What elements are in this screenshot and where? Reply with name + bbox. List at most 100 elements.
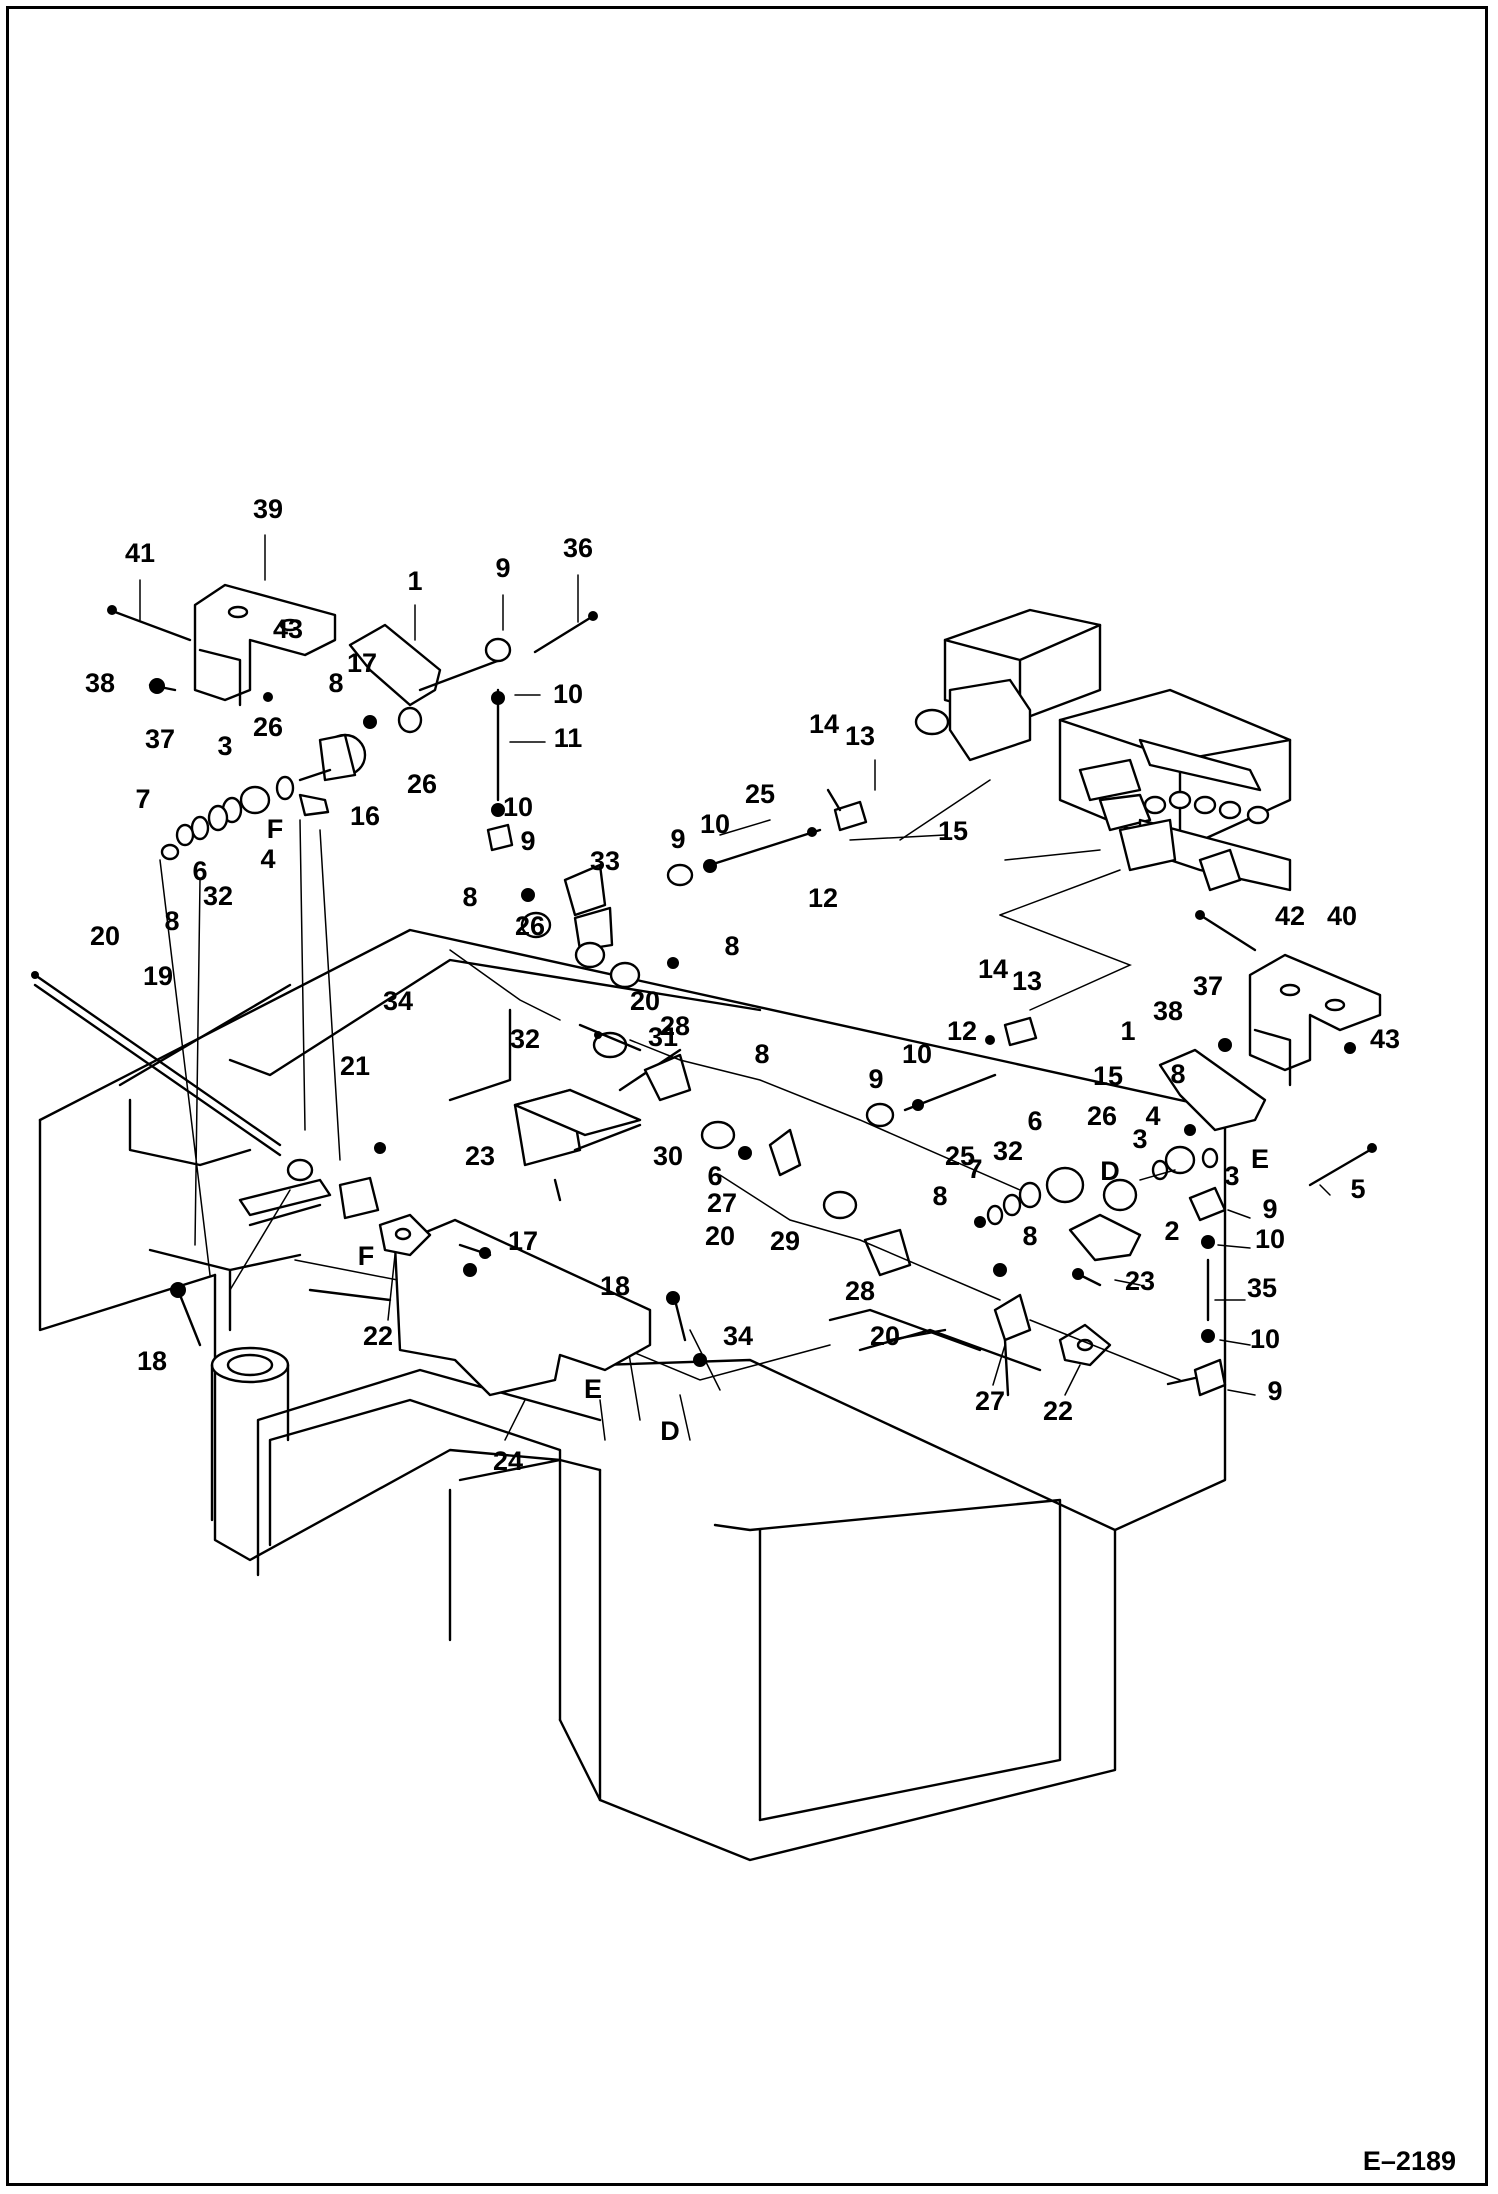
- callout-c26d: 26: [1087, 1101, 1117, 1131]
- callout-c15a: 15: [938, 816, 968, 846]
- callout-c32b: 32: [510, 1024, 540, 1054]
- callout-c14b: 14: [978, 954, 1008, 984]
- callout-c10c: 10: [700, 809, 730, 839]
- callout-c37b: 37: [1193, 971, 1223, 1001]
- callout-c9c: 9: [670, 824, 685, 854]
- callout-c14a: 14: [809, 709, 839, 739]
- callout-c32c: 32: [993, 1136, 1023, 1166]
- callout-c18a: 18: [600, 1271, 630, 1301]
- callout-c20b: 20: [630, 986, 660, 1016]
- callout-c26c: 26: [515, 911, 545, 941]
- callout-c11: 11: [554, 723, 583, 753]
- callout-c20d: 20: [870, 1321, 900, 1351]
- callout-c43b: 43: [1370, 1024, 1400, 1054]
- callout-c25b: 25: [945, 1141, 975, 1171]
- callout-c5: 5: [1350, 1174, 1365, 1204]
- callout-c8f: 8: [1170, 1059, 1185, 1089]
- callout-c9a: 9: [495, 553, 510, 583]
- callout-c7a: 7: [135, 784, 150, 814]
- callout-c12a: 12: [808, 883, 838, 913]
- callout-cFa: F: [267, 814, 284, 844]
- callout-c21: 21: [340, 1051, 370, 1081]
- callout-c8h: 8: [1022, 1221, 1037, 1251]
- callout-c1a: 1: [407, 566, 422, 596]
- callout-c39: 39: [253, 494, 283, 524]
- callout-c35: 35: [1247, 1273, 1277, 1303]
- callout-c8d: 8: [724, 931, 739, 961]
- callout-c8e: 8: [754, 1039, 769, 1069]
- left-lever-assembly: [107, 583, 868, 989]
- callout-c30: 30: [653, 1141, 683, 1171]
- callout-c10a: 10: [553, 679, 583, 709]
- callout-c28b: 28: [845, 1276, 875, 1306]
- callout-cDa: D: [1100, 1156, 1120, 1186]
- callout-c25a: 25: [745, 779, 775, 809]
- callout-cFb: F: [358, 1241, 375, 1271]
- callout-c31: 31: [648, 1022, 678, 1052]
- callout-c41: 41: [125, 538, 155, 568]
- callout-c16: 16: [350, 801, 380, 831]
- callout-c27a: 27: [707, 1188, 737, 1218]
- callout-c38a: 38: [85, 668, 115, 698]
- callout-c3c: 3: [1224, 1161, 1239, 1191]
- callout-c22b: 22: [1043, 1396, 1073, 1426]
- callout-c3a: 3: [217, 731, 232, 761]
- callout-c18b: 18: [137, 1346, 167, 1376]
- callout-c10d: 10: [902, 1039, 932, 1069]
- callout-c10f: 10: [1250, 1324, 1280, 1354]
- callout-c26a: 26: [253, 712, 283, 742]
- callout-c13a: 13: [845, 721, 875, 751]
- callout-c37a: 37: [145, 724, 175, 754]
- callout-c27b: 27: [975, 1386, 1005, 1416]
- callout-c4b: 4: [1145, 1101, 1160, 1131]
- callout-c6c: 6: [707, 1161, 722, 1191]
- chassis-frame: [38, 928, 1227, 1862]
- callout-c36: 36: [563, 533, 593, 563]
- callout-c4a: 4: [260, 844, 275, 874]
- figure-code: E–2189: [1363, 2146, 1456, 2176]
- callout-c17a: 17: [347, 648, 377, 678]
- callout-cEb: E: [584, 1374, 602, 1404]
- callout-c2: 2: [1164, 1216, 1179, 1246]
- page-border: [6, 6, 1488, 2186]
- callout-c15b: 15: [1093, 1061, 1123, 1091]
- callout-c24: 24: [493, 1446, 523, 1476]
- callout-c9b: 9: [520, 826, 535, 856]
- callout-c19: 19: [143, 961, 173, 991]
- callout-c28a: 28: [660, 1011, 690, 1041]
- callout-c9e: 9: [1262, 1194, 1277, 1224]
- callout-cEa: E: [1251, 1144, 1269, 1174]
- control-valve-assembly: [914, 608, 1292, 892]
- right-lever-assembly: [865, 910, 1382, 1397]
- callout-c9d: 9: [868, 1064, 883, 1094]
- callout-c3b: 3: [1132, 1124, 1147, 1154]
- callout-c1b: 1: [1120, 1016, 1135, 1046]
- callout-c8b: 8: [462, 882, 477, 912]
- callout-c23a: 23: [465, 1141, 495, 1171]
- callout-c10b: 10: [503, 792, 533, 822]
- callout-c17b: 17: [508, 1226, 538, 1256]
- callout-cDb: D: [660, 1416, 680, 1446]
- callout-c33: 33: [590, 846, 620, 876]
- callout-c40: 40: [1327, 901, 1357, 931]
- callout-c26b: 26: [407, 769, 437, 799]
- callout-c29: 29: [770, 1226, 800, 1256]
- callout-c43a: 43: [273, 614, 303, 644]
- callout-c9f: 9: [1267, 1376, 1282, 1406]
- callout-c32a: 32: [203, 881, 233, 911]
- callout-c20c: 20: [705, 1221, 735, 1251]
- cross-shaft-assembly: [31, 971, 1112, 1397]
- callout-c38b: 38: [1153, 996, 1183, 1026]
- callout-c42: 42: [1275, 901, 1305, 931]
- callout-c34a: 34: [383, 986, 413, 1016]
- callout-c8g: 8: [932, 1181, 947, 1211]
- callout-c23b: 23: [1125, 1266, 1155, 1296]
- callout-c8a: 8: [328, 668, 343, 698]
- callout-c22a: 22: [363, 1321, 393, 1351]
- callout-c20a: 20: [90, 921, 120, 951]
- callout-c10e: 10: [1255, 1224, 1285, 1254]
- callout-c6b: 6: [1027, 1106, 1042, 1136]
